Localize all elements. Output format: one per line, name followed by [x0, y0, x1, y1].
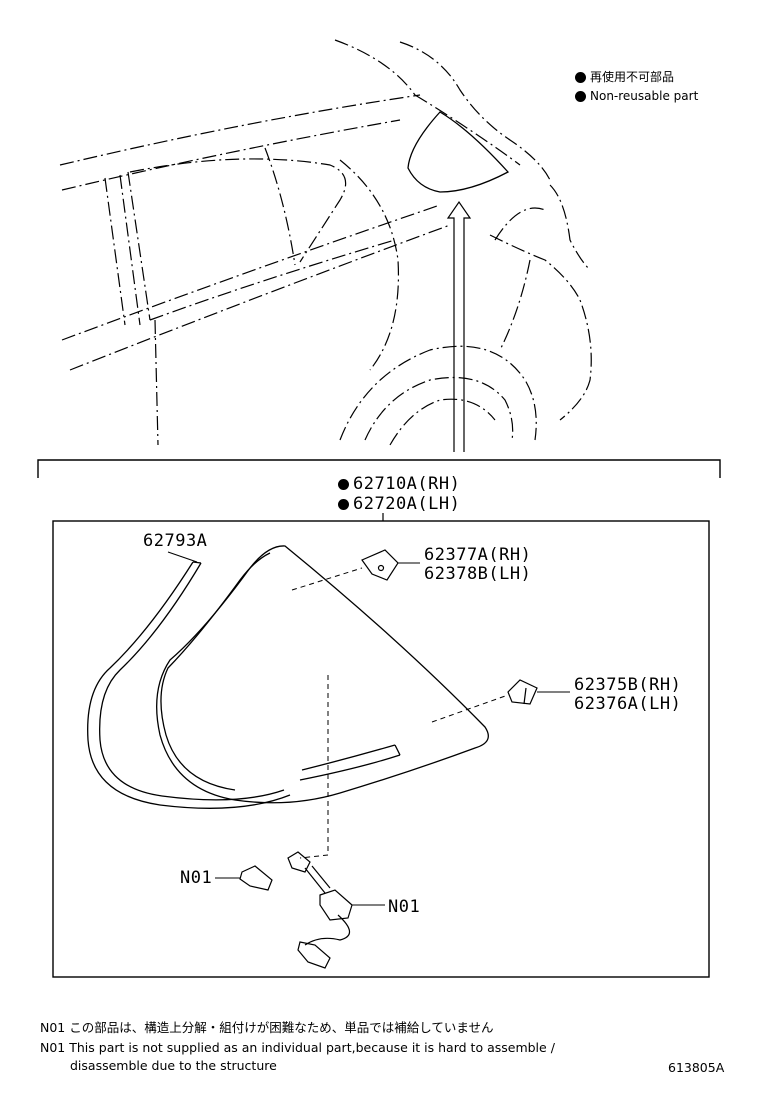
n01-right-label[interactable]: N01 — [388, 897, 421, 917]
note-jp: N01 この部品は、構造上分解・組付けが困難なため、単品では補給していません — [40, 1017, 494, 1036]
note-en-text-1: This part is not supplied as an individu… — [69, 1040, 555, 1055]
n01-left-clip — [215, 865, 273, 891]
group-bracket — [37, 459, 721, 478]
side-clip — [431, 679, 570, 723]
note-jp-code: N01 — [40, 1020, 66, 1035]
vehicle-outline — [59, 39, 592, 446]
non-reusable-dot-icon — [338, 478, 349, 490]
molding-part-number[interactable]: 62793A — [143, 531, 208, 551]
side-clip-part-number-rh[interactable]: 62375B(RH) — [574, 675, 682, 695]
quarter-window-highlight — [407, 111, 510, 193]
note-jp-text: この部品は、構造上分解・組付けが困難なため、単品では補給していません — [69, 1020, 494, 1035]
molding-part — [87, 551, 291, 809]
n01-left-label[interactable]: N01 — [180, 868, 213, 888]
quarter-glass — [156, 545, 489, 804]
pointer-arrow — [446, 200, 472, 452]
note-en: N01 This part is not supplied as an indi… — [40, 1040, 555, 1055]
non-reusable-dot-icon — [575, 72, 586, 83]
legend-item-jp: 再使用不可部品 — [575, 68, 674, 85]
upper-clip-part-number-lh[interactable]: 62378B(LH) — [424, 564, 532, 584]
note-en-text-2: disassemble due to the structure — [70, 1058, 277, 1073]
assembly-box — [52, 520, 710, 978]
note-en-code: N01 — [40, 1040, 66, 1055]
assembly-part-number-lh[interactable]: 62720A(LH) — [338, 494, 460, 514]
legend-item-en: Non-reusable part — [575, 89, 698, 103]
assembly-part-number-rh[interactable]: 62710A(RH) — [338, 474, 460, 494]
non-reusable-dot-icon — [575, 91, 586, 102]
non-reusable-dot-icon — [338, 498, 349, 510]
illustration-id: 613805A — [668, 1060, 725, 1075]
upper-clip — [291, 549, 420, 591]
side-clip-part-number-lh[interactable]: 62376A(LH) — [574, 694, 682, 714]
n01-right-assembly — [287, 851, 385, 969]
upper-clip-part-number-rh[interactable]: 62377A(RH) — [424, 545, 532, 565]
